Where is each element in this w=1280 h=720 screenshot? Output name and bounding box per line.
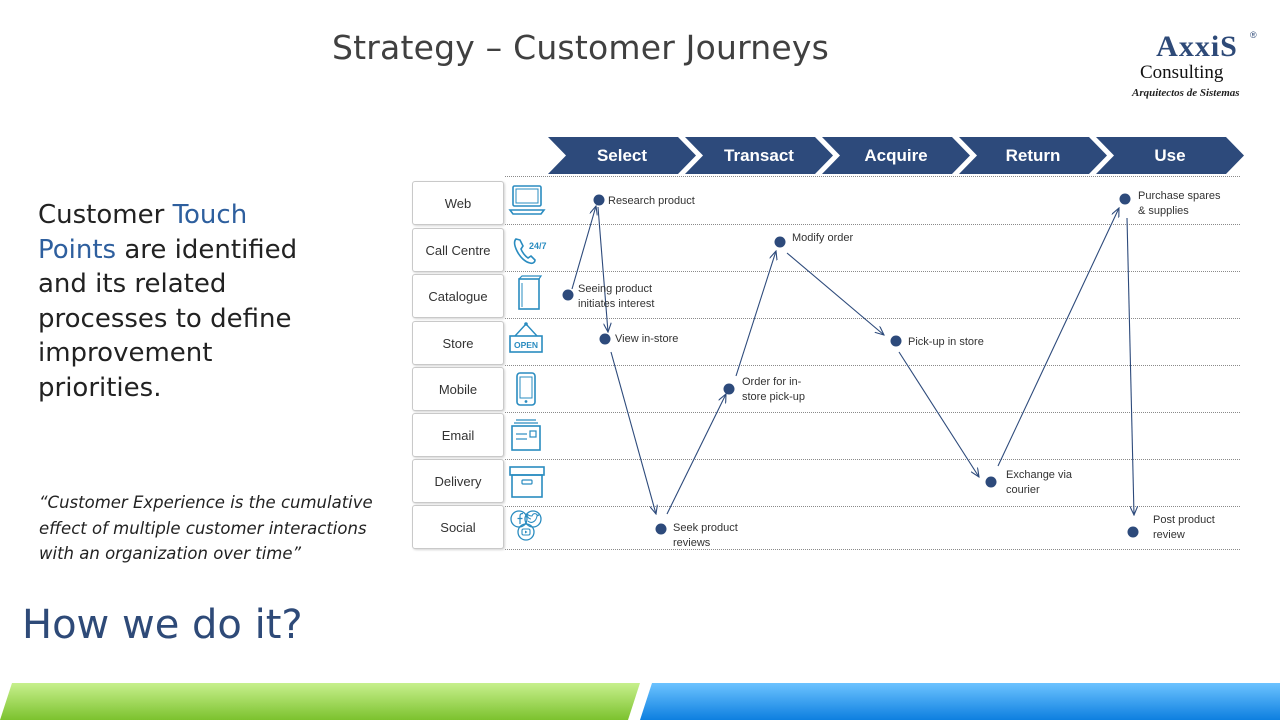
node-label-purchase-spares: Purchase spares & supplies [1138,190,1221,217]
experience-quote: “Customer Experience is the cumulative e… [39,493,373,563]
channel-call-centre: Call Centre [412,228,504,272]
touch-text-part1: Customer [38,200,173,230]
node-label-exchange-courier: Exchange via courier [1006,469,1073,496]
journey-node-pick-up-store [890,335,902,347]
node-label-order-pickup: Order for in-store pick-up [742,376,805,403]
footer-green-bar [0,683,640,720]
journey-node-view-in-store [599,333,611,345]
store-sign-text: OPEN [514,340,538,350]
node-label-post-review: Post product review [1153,514,1215,541]
stage-transact: Transact [685,137,833,174]
stage-return: Return [959,137,1107,174]
journey-node-seek-reviews [655,523,667,535]
journey-node-order-pickup [723,383,735,395]
delivery-box-icon [509,466,545,498]
row-separator [505,271,1240,272]
stage-select: Select [548,137,696,174]
node-label-modify-order: Modify order [792,232,854,244]
logo-name: AxxiS [1156,30,1238,63]
phone-24-7-icon: 24/7 [513,238,547,265]
journey-node-exchange-courier [985,476,997,488]
logo-registered-mark: ® [1250,30,1257,40]
catalogue-book-icon [518,275,543,310]
slide-title: Strategy – Customer Journeys [332,28,830,67]
row-separator [505,176,1240,177]
how-we-do-it-heading: How we do it? [22,602,303,648]
touch-text-part2: are identified and its related processes… [38,234,298,403]
node-label-seek-reviews: Seek product reviews [673,522,738,549]
journey-node-seeing-product [562,289,574,301]
channel-social: Social [412,505,504,549]
call-centre-hours: 24/7 [529,241,547,251]
channel-store: Store [412,321,504,365]
row-separator [505,412,1240,413]
mobile-phone-icon [516,372,536,406]
node-label-seeing-product: Seeing product initiates interest [578,283,655,310]
node-label-pick-up-store: Pick-up in store [908,336,984,348]
company-logo: AxxiS ® Consulting Arquitectos de Sistem… [1126,30,1266,102]
channel-mobile: Mobile [412,367,504,411]
journey-node-modify-order [774,236,786,248]
journey-node-purchase-spares [1119,193,1131,205]
channel-web: Web [412,181,504,225]
node-label-view-in-store: View in-store [615,333,679,345]
journey-node-research-product [593,194,605,206]
email-icon [511,419,541,451]
touch-points-text: Customer Touch Points are identified and… [38,198,328,405]
row-separator [505,506,1240,507]
stage-use: Use [1096,137,1244,174]
flow-arrow [735,251,776,377]
footer-blue-bar [640,683,1280,720]
row-separator [505,224,1240,225]
flow-arrow [1126,217,1134,515]
flow-arrow [571,206,596,290]
flow-arrow [610,351,656,514]
touch-text-accent: Touch Points [38,200,248,265]
row-separator [505,549,1240,550]
row-separator [505,318,1240,319]
stage-acquire: Acquire [822,137,970,174]
channel-delivery: Delivery [412,459,504,503]
flow-arrow [786,252,884,335]
logo-tagline: Arquitectos de Sistemas [1132,87,1240,99]
social-media-icon [510,510,542,541]
flow-arrow [597,206,608,332]
node-label-research-product: Research product [608,195,695,207]
logo-consulting: Consulting [1140,62,1224,83]
journey-node-post-review [1127,526,1139,538]
channel-catalogue: Catalogue [412,274,504,318]
channel-email: Email [412,413,504,457]
laptop-icon [508,185,546,215]
row-separator [505,459,1240,460]
open-sign-icon: OPEN [509,322,543,353]
row-separator [505,365,1240,366]
